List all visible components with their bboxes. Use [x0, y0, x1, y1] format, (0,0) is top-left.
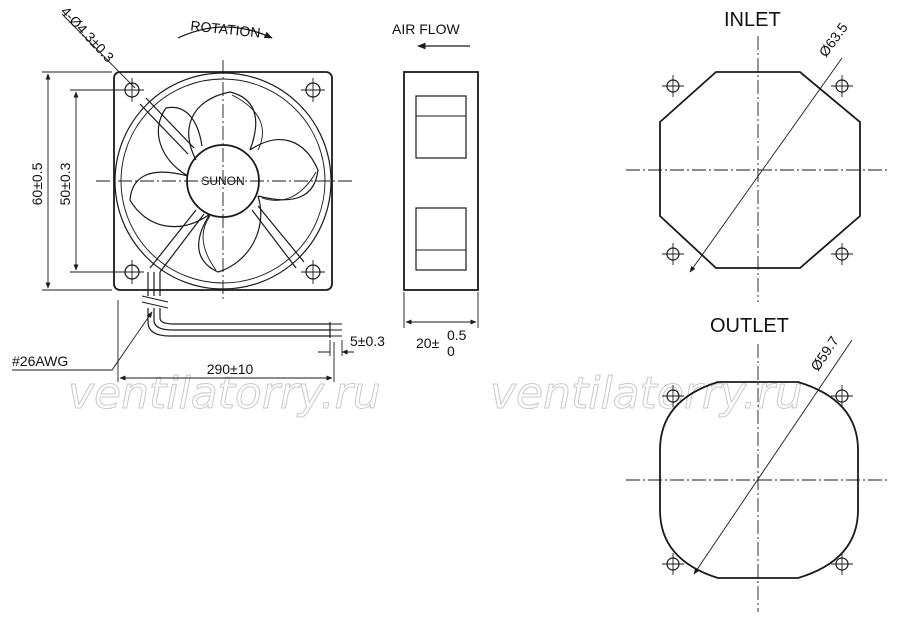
- inlet-diameter-label: Ø63.5: [815, 19, 850, 59]
- outlet-cutout: [659, 381, 859, 579]
- outlet-title: OUTLET: [710, 315, 789, 337]
- outlet-view: OUTLET Ø59.7: [626, 315, 890, 612]
- inlet-view: INLET Ø63.5: [626, 9, 890, 302]
- side-frame: [403, 71, 479, 291]
- wire-gauge-label: #26AWG: [12, 353, 68, 369]
- motor-struts: [139, 97, 305, 273]
- center-lines: [96, 60, 352, 302]
- depth-tol-upper: 0.5: [447, 327, 467, 343]
- hole-label: 4-Ø4.3±0.3: [58, 3, 118, 65]
- outlet-mount-holes: [662, 385, 853, 575]
- rotation-arrow: [177, 26, 273, 39]
- strip-extension-lines: [329, 340, 343, 356]
- wire-gauge-leader: [12, 311, 153, 371]
- side-view: AIR FLOW 20± 0.5 0: [392, 21, 479, 359]
- height-label: 60±0.5: [29, 162, 45, 205]
- hole-leader-line: [61, 13, 136, 89]
- lead-wires: [141, 272, 342, 338]
- outlet-diameter-label: Ø59.7: [807, 333, 842, 374]
- front-view: SUNON: [12, 3, 385, 382]
- watermark-2: ventilatorry.ru: [490, 368, 803, 419]
- outlet-diameter-line: [693, 339, 853, 575]
- hole-pitch-label: 50±0.3: [57, 162, 73, 205]
- side-window-lower: [415, 207, 467, 271]
- inlet-diameter-line: [689, 57, 843, 273]
- depth-label: 20±: [416, 335, 440, 351]
- depth-tol-lower: 0: [447, 343, 455, 359]
- inlet-mount-holes: [662, 75, 853, 265]
- rotation-label: ROTATION: [190, 17, 262, 40]
- airflow-label: AIR FLOW: [392, 21, 460, 37]
- pitch-extension-lines: [70, 89, 124, 273]
- mounting-holes: [120, 78, 325, 284]
- strip-length-label: 5±0.3: [350, 333, 385, 349]
- lead-length-label: 290±10: [207, 361, 254, 377]
- height-extension-lines: [42, 71, 112, 291]
- depth-extension-lines: [403, 292, 479, 328]
- inlet-center-lines: [626, 36, 890, 302]
- inlet-title: INLET: [724, 9, 781, 31]
- side-window-upper: [415, 95, 467, 159]
